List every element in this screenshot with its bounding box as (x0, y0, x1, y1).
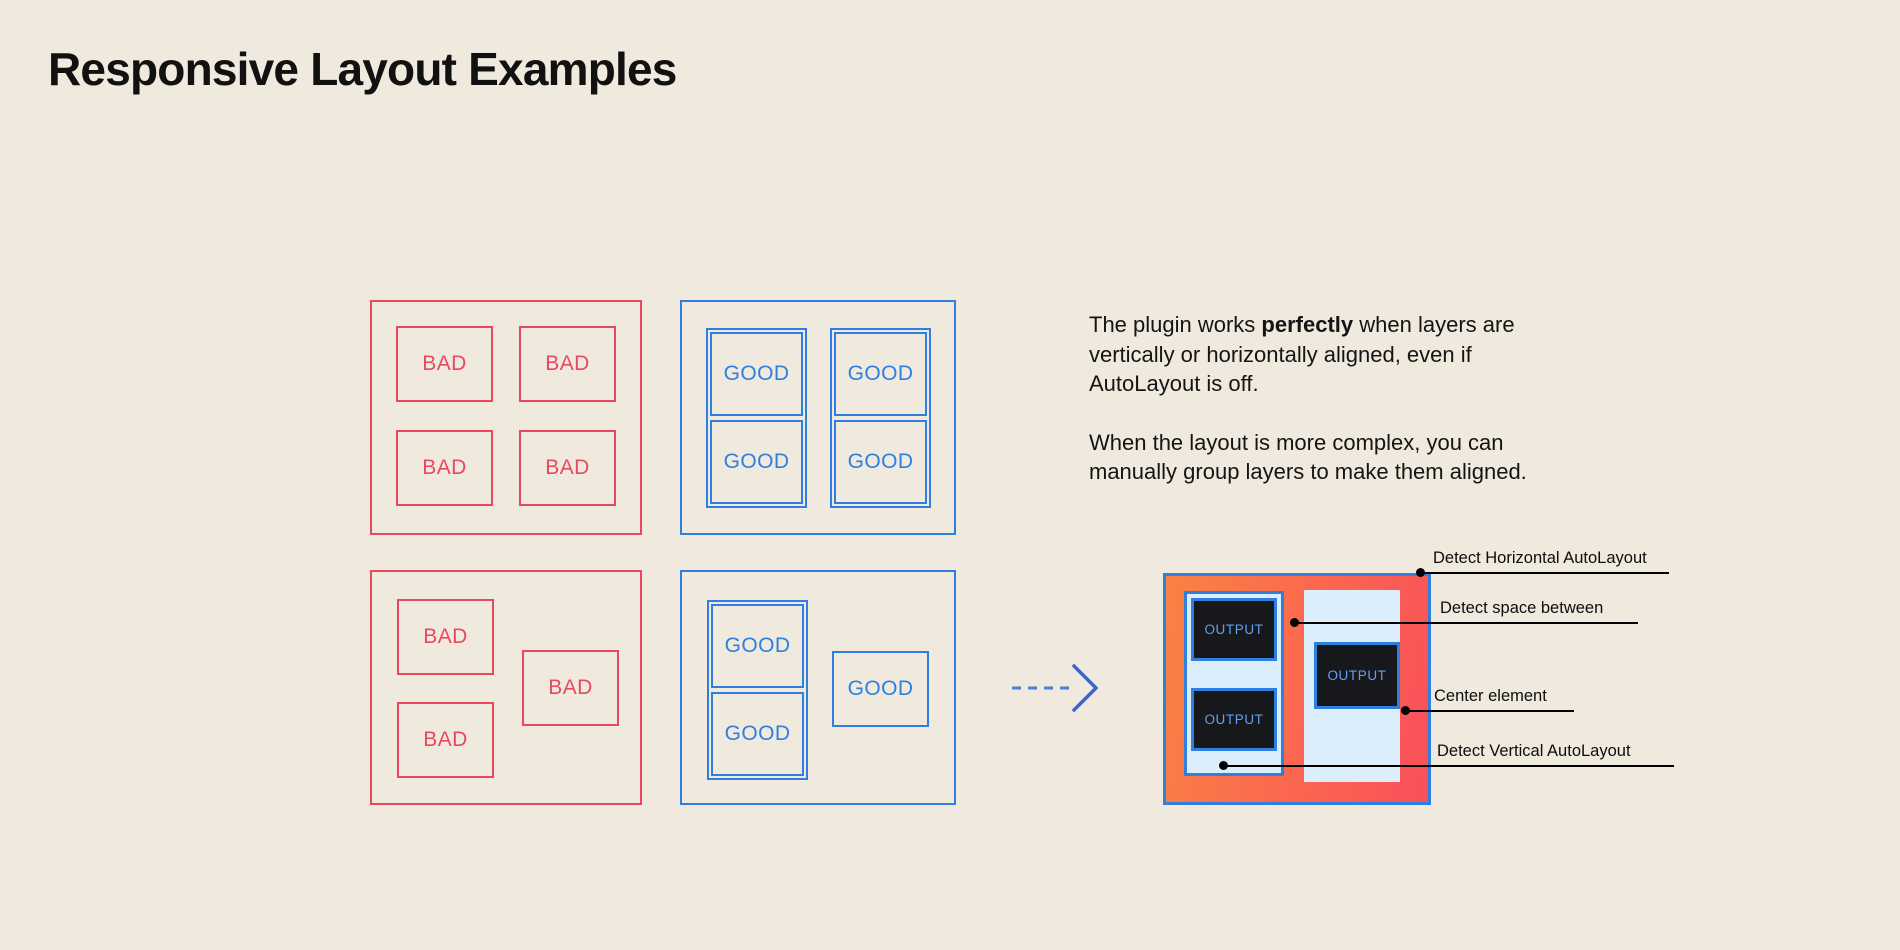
example-panel-bad-complex: BAD BAD BAD (370, 570, 642, 805)
cell-label: BAD (548, 676, 593, 699)
cell-label: GOOD (723, 362, 790, 385)
description-paragraph-1: The plugin works perfectly when layers a… (1089, 310, 1549, 399)
output-label: OUTPUT (1204, 622, 1264, 637)
bad-grid-cell-1: BAD (396, 326, 493, 402)
annotation-label: Center element (1434, 687, 1547, 705)
cell-label: GOOD (847, 362, 914, 385)
cell-label: GOOD (847, 450, 914, 473)
cell-label: BAD (423, 625, 468, 648)
good-grid-group-left: GOOD GOOD (706, 328, 807, 508)
bad-grid-cell-4: BAD (519, 430, 616, 506)
cell-label: GOOD (724, 634, 791, 657)
annotation-label: Detect Vertical AutoLayout (1437, 742, 1631, 760)
cell-label: BAD (545, 456, 590, 479)
good-complex-cell-3: GOOD (832, 651, 929, 727)
good-grid-group-right: GOOD GOOD (830, 328, 931, 508)
bad-grid-cell-3: BAD (396, 430, 493, 506)
annotation-leader-line (1404, 709, 1574, 712)
good-complex-cell-2: GOOD (711, 692, 804, 776)
annotation-leader-line (1419, 571, 1669, 574)
annotation-label: Detect space between (1440, 599, 1604, 617)
bad-complex-cell-2: BAD (522, 650, 619, 726)
good-grid-cell-3: GOOD (710, 420, 803, 504)
paragraph1-part2: when layers are vertically or horizontal… (1089, 312, 1515, 396)
example-panel-good-complex: GOOD GOOD GOOD (680, 570, 956, 805)
annotation-detect-vertical-autolayout: Detect Vertical AutoLayout (1219, 733, 1682, 770)
paragraph-spacer (1089, 399, 1549, 428)
good-complex-cell-1: GOOD (711, 604, 804, 688)
cell-label: BAD (545, 352, 590, 375)
cell-label: GOOD (724, 722, 791, 745)
annotation-leader-line (1293, 621, 1638, 624)
bad-complex-cell-1: BAD (397, 599, 494, 675)
bad-grid-cell-2: BAD (519, 326, 616, 402)
example-panel-good-grid: GOOD GOOD GOOD GOOD (680, 300, 956, 535)
annotation-center-element: Center element (1401, 678, 1644, 715)
good-grid-cell-4: GOOD (834, 420, 927, 504)
paragraph1-bold: perfectly (1261, 312, 1354, 337)
cell-label: BAD (423, 728, 468, 751)
annotation-detect-horizontal-autolayout: Detect Horizontal AutoLayout (1416, 540, 1679, 577)
paragraph1-part1: The plugin works (1089, 312, 1262, 337)
cell-label: GOOD (847, 677, 914, 700)
output-label: OUTPUT (1327, 668, 1387, 683)
output-label: OUTPUT (1204, 712, 1264, 727)
good-grid-cell-2: GOOD (834, 332, 927, 416)
cell-label: GOOD (723, 450, 790, 473)
result-output-box-1: OUTPUT (1191, 598, 1277, 661)
description-text: The plugin works perfectly when layers a… (1089, 310, 1549, 487)
cell-label: BAD (422, 456, 467, 479)
annotation-label: Detect Horizontal AutoLayout (1433, 549, 1647, 567)
bad-complex-cell-3: BAD (397, 702, 494, 778)
dashed-arrow-right-icon (1012, 660, 1102, 721)
annotation-leader-line (1222, 764, 1674, 767)
cell-label: BAD (422, 352, 467, 375)
page-title: Responsive Layout Examples (48, 43, 677, 95)
good-complex-group-left: GOOD GOOD (707, 600, 808, 780)
description-paragraph-2: When the layout is more complex, you can… (1089, 429, 1527, 485)
result-output-box-3: OUTPUT (1314, 642, 1400, 709)
annotation-detect-space-between: Detect space between (1290, 590, 1673, 627)
example-panel-bad-grid: BAD BAD BAD BAD (370, 300, 642, 535)
good-grid-cell-1: GOOD (710, 332, 803, 416)
result-output-box-2: OUTPUT (1191, 688, 1277, 751)
